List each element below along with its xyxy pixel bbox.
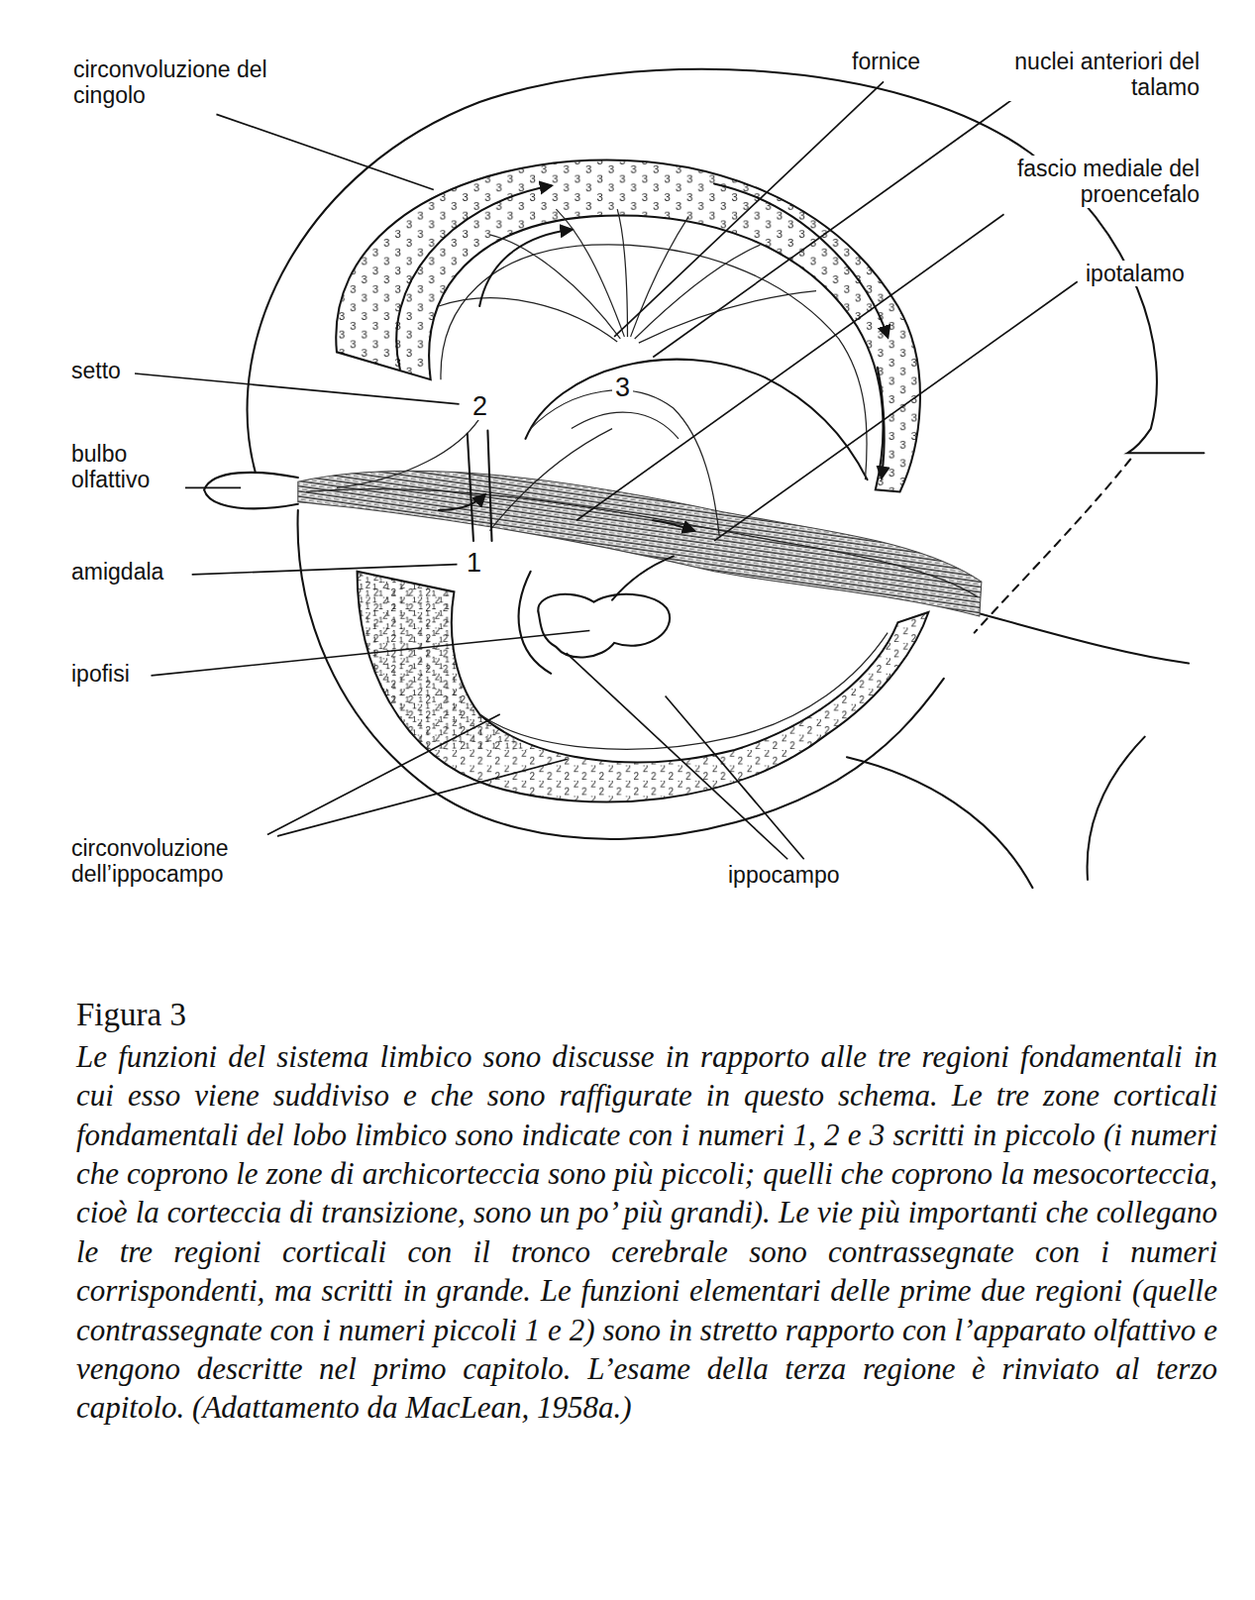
fornix-arch: [571, 412, 679, 439]
leader-line: [151, 630, 591, 676]
figure-caption: Le funzioni del sistema limbico sono dis…: [76, 1037, 1218, 1428]
pituitary-stalk: [612, 555, 674, 600]
fiber-line: [306, 489, 978, 598]
fornix-fiber: [489, 234, 621, 339]
leader-line: [665, 695, 805, 859]
fornix-column: [467, 433, 474, 541]
leader-line: [614, 81, 884, 336]
part-label: amigdala: [69, 558, 166, 585]
leader-line: [566, 652, 789, 859]
leader-line: [576, 213, 1005, 521]
flow-arrow: [396, 185, 551, 369]
part-label: fascio mediale del proencefalo: [1003, 155, 1202, 209]
brainstem-outline: [846, 756, 1033, 888]
pituitary: [537, 594, 670, 658]
part-label: ipofisi: [69, 660, 132, 687]
callout-number: 2: [469, 392, 491, 420]
leader-line: [652, 94, 1021, 358]
part-label: ipotalamo: [1083, 260, 1187, 287]
part-label: nuclei anteriori del talamo: [993, 48, 1202, 102]
fiber-line: [336, 418, 480, 488]
part-label: setto: [69, 357, 123, 384]
part-label: bulbo olfattivo: [69, 440, 186, 494]
part-label: circonvoluzione del cingolo: [71, 56, 280, 109]
leader-line: [267, 758, 568, 838]
cingulate-band: [335, 159, 921, 492]
part-label: circonvoluzione dell’ippocampo: [69, 835, 278, 888]
fornix-fiber: [555, 209, 625, 337]
fornix-column: [487, 430, 492, 541]
fornix-arch: [530, 390, 721, 536]
leader-line: [134, 373, 460, 405]
fornix-fiber: [638, 291, 817, 344]
leader-line: [267, 714, 501, 836]
inner-outline: [519, 571, 552, 674]
fornix-fiber: [438, 298, 618, 342]
part-label: ippocampo: [726, 861, 842, 888]
leader-line: [192, 564, 458, 575]
flow-arrow: [479, 229, 572, 307]
flow-arrow: [652, 520, 694, 530]
fornix-fiber: [617, 209, 628, 337]
leader-line: [215, 113, 433, 190]
callout-number: 3: [612, 373, 633, 402]
part-label: fornice: [849, 48, 923, 75]
dashed-boundary: [974, 458, 1132, 632]
thalamus-outline: [525, 359, 868, 480]
flow-arrow: [438, 495, 485, 511]
label-layer: circonvoluzione del cingolo fornice nuclei…: [0, 0, 1255, 991]
brainstem-outline: [1087, 736, 1146, 880]
callout-number: 1: [463, 548, 485, 577]
figure-title: Figura 3: [76, 996, 1218, 1034]
fornix-fiber: [630, 215, 690, 337]
leader-line: [714, 281, 1078, 541]
brainstem-outline: [974, 612, 1189, 663]
olfactory-bulb: [204, 472, 299, 509]
caption-block: Figura 3 Le funzioni del sistema limbico…: [76, 996, 1218, 1428]
fiber-line: [489, 428, 613, 531]
hippocampus-border: [479, 632, 888, 750]
